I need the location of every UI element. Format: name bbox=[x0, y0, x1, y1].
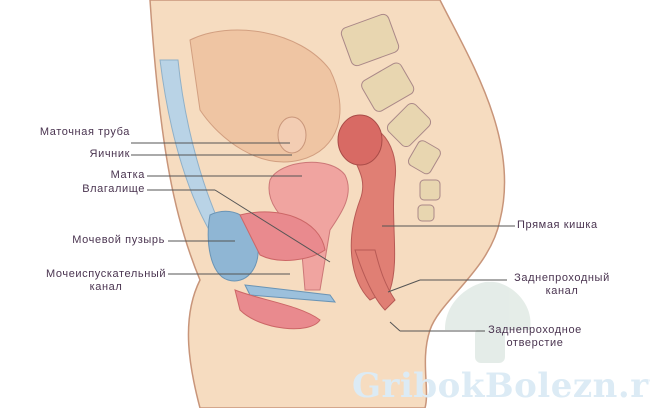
label-rectum: Прямая кишка bbox=[517, 219, 598, 231]
leader-lines bbox=[131, 142, 515, 332]
watermark-mushroom-icon bbox=[445, 281, 531, 363]
label-urethra-line1: Мочеиспускательный bbox=[46, 268, 167, 280]
label-anal-canal-line2: канал bbox=[545, 285, 579, 297]
label-ovary: Яичник bbox=[89, 148, 130, 160]
label-urethra-line2: канал bbox=[89, 281, 123, 293]
ovary bbox=[277, 116, 307, 154]
label-anal-canal-line1: Заднепроходный bbox=[514, 272, 610, 284]
label-anus-line1: Заднепроходное bbox=[488, 324, 582, 336]
label-anus: Заднепроходное отверстие bbox=[486, 324, 584, 350]
label-uterus: Матка bbox=[110, 169, 145, 181]
anal-canal bbox=[354, 249, 396, 311]
watermark: GribokBolezn.ru bbox=[352, 366, 650, 406]
label-anal-canal: Заднепроходный канал bbox=[508, 272, 616, 298]
label-anus-line2: отверстие bbox=[506, 337, 564, 349]
sigmoid-colon bbox=[337, 114, 383, 166]
vulva bbox=[234, 289, 321, 330]
label-urethra: Мочеиспускательный канал bbox=[46, 268, 166, 294]
sacrum bbox=[340, 13, 441, 222]
label-bladder: Мочевой пузырь bbox=[72, 234, 165, 246]
urethra bbox=[244, 284, 337, 303]
label-fallopian-tube: Маточная труба bbox=[39, 126, 130, 138]
label-vagina: Влагалище bbox=[82, 183, 145, 195]
bladder-wall bbox=[239, 211, 326, 261]
